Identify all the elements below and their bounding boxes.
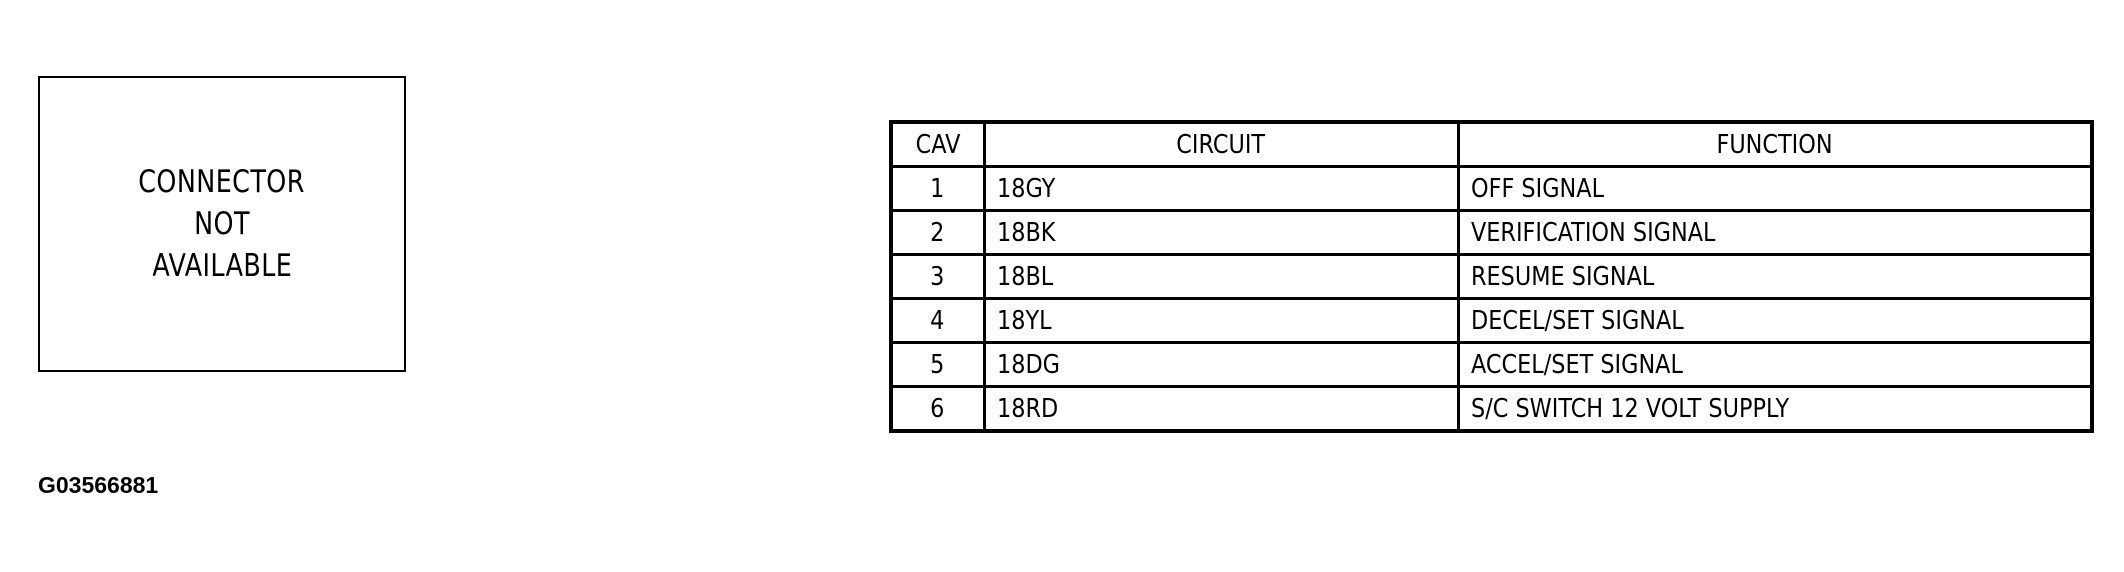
table-row: 3 18BL RESUME SIGNAL: [889, 253, 2094, 300]
cell-circuit: 18RD: [982, 385, 1460, 433]
cell-function: DECEL/SET SIGNAL: [1456, 297, 2094, 344]
table-row: 1 18GY OFF SIGNAL: [889, 165, 2094, 212]
cell-cav: 3: [889, 253, 986, 300]
table-row: 2 18BK VERIFICATION SIGNAL: [889, 209, 2094, 256]
connector-label-line-3: AVAILABLE: [152, 248, 292, 284]
header-cav: CAV: [889, 120, 986, 168]
connector-label-line-2: NOT: [194, 206, 250, 242]
connector-pinout-table: CAV CIRCUIT FUNCTION 1 18GY OFF SIGNAL 2…: [889, 120, 2094, 433]
table-row: 5 18DG ACCEL/SET SIGNAL: [889, 341, 2094, 388]
header-circuit: CIRCUIT: [982, 120, 1460, 168]
cell-circuit: 18GY: [982, 165, 1460, 212]
cell-cav: 4: [889, 297, 986, 344]
cell-circuit: 18BK: [982, 209, 1460, 256]
cell-circuit: 18YL: [982, 297, 1460, 344]
connector-not-available-box: CONNECTOR NOT AVAILABLE: [38, 76, 406, 372]
connector-label-line-1: CONNECTOR: [138, 164, 306, 200]
cell-cav: 6: [889, 385, 986, 433]
cell-function: OFF SIGNAL: [1456, 165, 2094, 212]
header-function: FUNCTION: [1456, 120, 2094, 168]
cell-cav: 2: [889, 209, 986, 256]
cell-function: S/C SWITCH 12 VOLT SUPPLY: [1456, 385, 2094, 433]
cell-function: VERIFICATION SIGNAL: [1456, 209, 2094, 256]
table-row: 6 18RD S/C SWITCH 12 VOLT SUPPLY: [889, 385, 2094, 433]
cell-function: RESUME SIGNAL: [1456, 253, 2094, 300]
cell-circuit: 18DG: [982, 341, 1460, 388]
table-header-row: CAV CIRCUIT FUNCTION: [889, 120, 2094, 168]
cell-circuit: 18BL: [982, 253, 1460, 300]
table-row: 4 18YL DECEL/SET SIGNAL: [889, 297, 2094, 344]
cell-cav: 5: [889, 341, 986, 388]
cell-cav: 1: [889, 165, 986, 212]
cell-function: ACCEL/SET SIGNAL: [1456, 341, 2094, 388]
figure-id: G03566881: [38, 472, 159, 498]
